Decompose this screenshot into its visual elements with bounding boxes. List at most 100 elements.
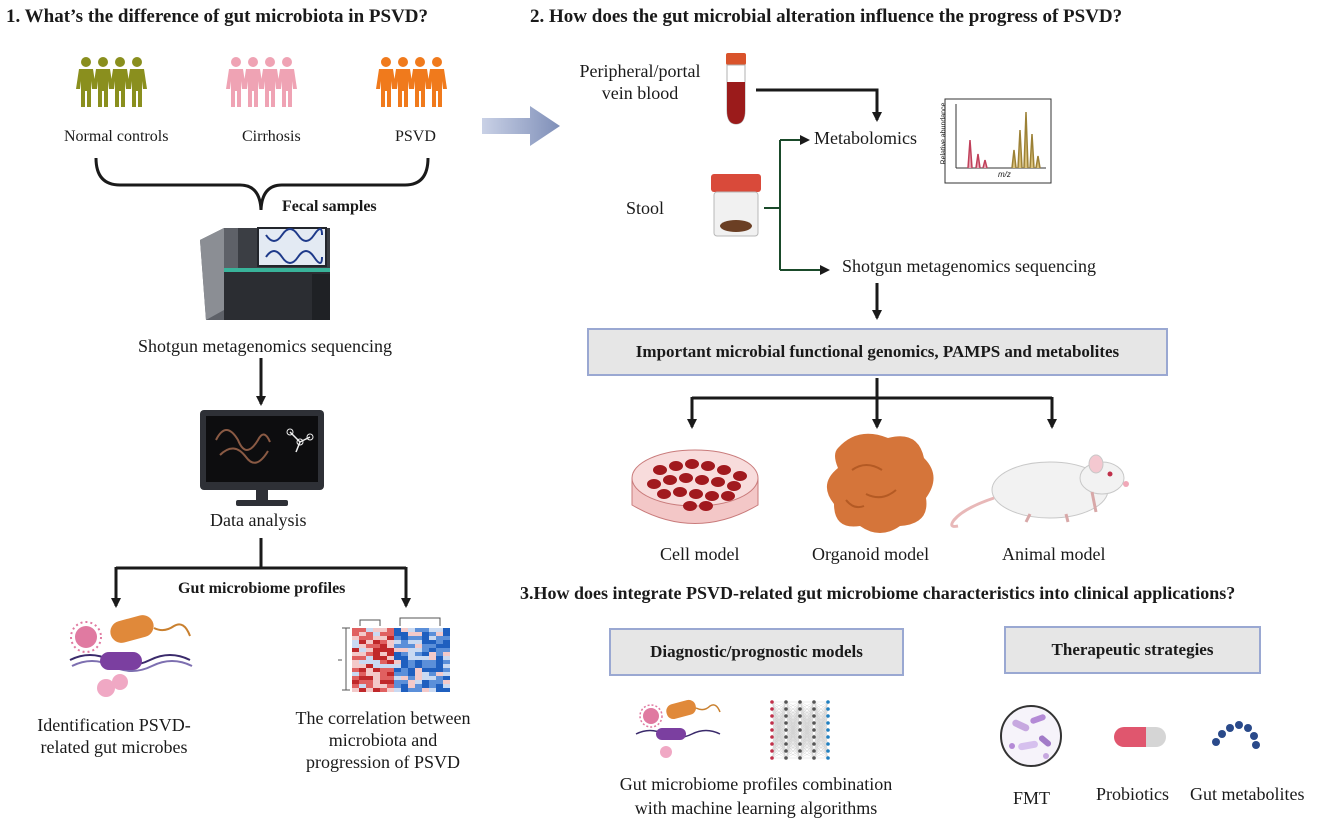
ml-caption: Gut microbiome profiles combination with… [584,772,928,820]
culture-cell [699,501,713,511]
heatmap-cell [443,636,450,640]
heatmap-cell [415,636,422,640]
nn-node [798,735,802,739]
nn-node [784,714,788,718]
important-features-box: Important microbial functional genomics,… [587,328,1168,376]
heatmap-dendrogram-top [359,617,441,626]
nn-connection [799,701,815,745]
heatmap-cell [443,664,450,668]
heatmap-cell [408,644,415,648]
heatmap-cell [387,652,394,656]
heatmap-cell [408,640,415,644]
culture-cell [683,501,697,511]
fecal-samples-label: Fecal samples [282,198,377,215]
heatmap-cell [429,648,436,652]
nn-connection [771,701,787,745]
heatmap-cell [380,640,387,644]
ml-microbes-icon [635,699,721,758]
heatmap-cell [415,688,422,692]
sequencing-label: Shotgun metagenomics sequencing [138,336,392,356]
heatmap-cell [422,644,429,648]
nn-connection [813,715,829,759]
culture-cell [733,471,747,481]
nn-connection [785,701,801,717]
heatmap-cell [429,672,436,676]
neural-network-icon [770,700,830,760]
heatmap-cell [352,684,359,688]
heatmap-cell [443,648,450,652]
heatmap-cell [387,656,394,660]
nn-node [770,700,774,704]
heatmap-cell [380,672,387,676]
heatmap-cell [394,644,401,648]
nn-connection [799,750,815,759]
heatmap-cell [429,636,436,640]
heatmap-cell [359,680,366,684]
nn-node [812,756,816,760]
nn-connection [813,701,829,724]
nn-node [826,749,830,753]
heatmap-cell [352,676,359,680]
nn-node [812,700,816,704]
heatmap-cell [429,664,436,668]
heatmap-cell [380,644,387,648]
nn-node [784,721,788,725]
heatmap-cell [394,672,401,676]
nn-connection [785,701,801,745]
nn-connection [799,736,815,759]
nn-connection [785,708,801,759]
heatmap-cell [422,688,429,692]
heatmap-cell [373,628,380,632]
heatmap-cell [359,628,366,632]
heatmap-cell [359,660,366,664]
heatmap-cell [352,640,359,644]
heatmap-cell [408,656,415,660]
culture-cell [685,459,699,469]
heatmap-cell [359,632,366,636]
heatmap-cell [352,672,359,676]
nn-connection [813,722,829,759]
nn-connection [771,701,787,717]
nn-connection [813,701,829,752]
heatmap-cell [394,636,401,640]
culture-cell [695,475,709,485]
nn-node [784,749,788,753]
heatmap-cell [422,656,429,660]
nn-node [812,714,816,718]
heatmap-cell [401,664,408,668]
nn-node [826,707,830,711]
heatmap-cell [401,636,408,640]
identification-line-2: related gut microbes [40,737,188,757]
nn-connection [771,722,787,759]
nn-connection [785,701,801,724]
heatmap-cell [436,684,443,688]
shotgun-sequencing-label: Shotgun metagenomics sequencing [842,256,1096,276]
heatmap-cell [394,688,401,692]
heatmap-cell [366,684,373,688]
stool-container-icon [711,174,761,237]
heatmap-cell [394,640,401,644]
heatmap-cell [373,688,380,692]
heatmap-cell [443,656,450,660]
heatmap-cell [422,652,429,656]
nn-connection [771,715,787,759]
nn-node [770,714,774,718]
heatmap-cell [429,656,436,660]
heatmap-cell [436,640,443,644]
heatmap-cell [366,656,373,660]
blood-label: Peripheral/portal vein blood [560,60,720,104]
culture-cell [711,477,725,487]
group-label-normal-controls: Normal controls [64,128,169,145]
section1-title: 1. What’s the difference of gut microbio… [6,6,429,27]
nn-connection [785,750,801,759]
heatmap-cell [387,648,394,652]
nn-connection [785,701,801,731]
heatmap-cell [359,664,366,668]
diagnostic-models-box: Diagnostic/prognostic models [609,628,904,676]
cell-model-label: Cell model [660,544,740,564]
heatmap-cell [366,652,373,656]
culture-cell [689,489,703,499]
heatmap-cell [366,664,373,668]
heatmap-cell [408,672,415,676]
nn-node [798,714,802,718]
